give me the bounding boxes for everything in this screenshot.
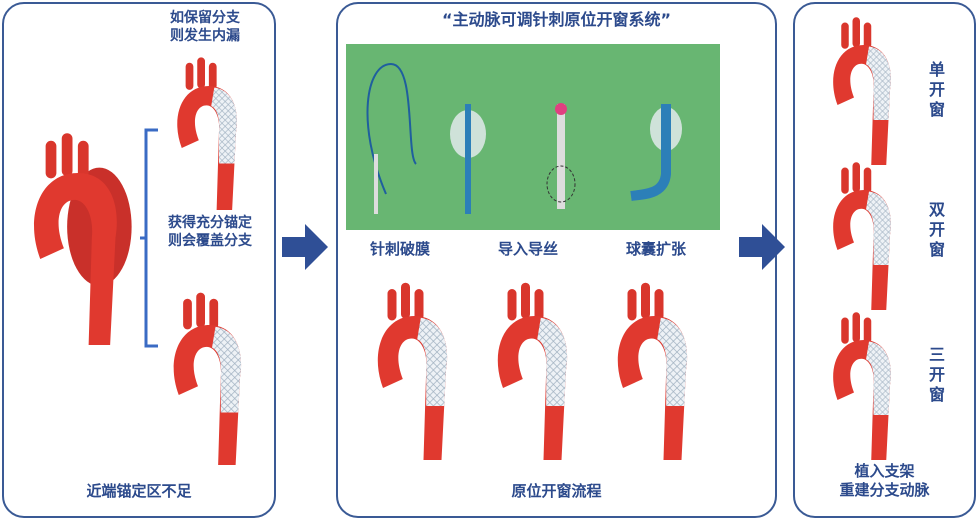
triple-fenestration-aorta-illustration [815,310,905,460]
step-needle-puncture: 针刺破膜 [369,240,430,258]
covered-branch-aorta-illustration [150,290,260,465]
balloon-aorta-illustration [600,280,700,460]
triple-fenestration-label: 三开窗 [928,345,945,404]
endoleak-aorta-illustration [150,55,260,210]
endoleak-note: 如保留分支则发生内漏 [170,10,240,44]
right-arrow-icon [282,224,328,270]
step-guidewire: 导入导丝 [497,240,558,258]
coverage-note: 获得充分锚定则会覆盖分支 [168,215,252,249]
system-title: “主动脉可调针刺原位开窗系统” [441,10,672,29]
left-caption: 近端锚定区不足 [86,482,192,500]
puncture-aorta-illustration [360,280,460,460]
single-fenestration-label: 单开窗 [928,60,945,119]
middle-panel [336,2,777,518]
aneurysm-aorta-illustration [34,133,132,345]
step-balloon-dilation: 球囊扩张 [625,240,686,258]
double-fenestration-label: 双开窗 [928,200,945,259]
middle-caption: 原位开窗流程 [511,482,602,500]
bracket [140,128,158,348]
device-components-illustration [366,62,682,214]
double-fenestration-aorta-illustration [815,160,905,310]
right-arrow-icon [739,224,785,270]
right-caption: 植入支架重建分支动脉 [839,462,930,499]
left-panel [2,2,276,518]
right-panel [793,2,976,518]
device-photo [346,44,720,230]
guidewire-aorta-illustration [480,280,580,460]
single-fenestration-aorta-illustration [815,15,905,165]
